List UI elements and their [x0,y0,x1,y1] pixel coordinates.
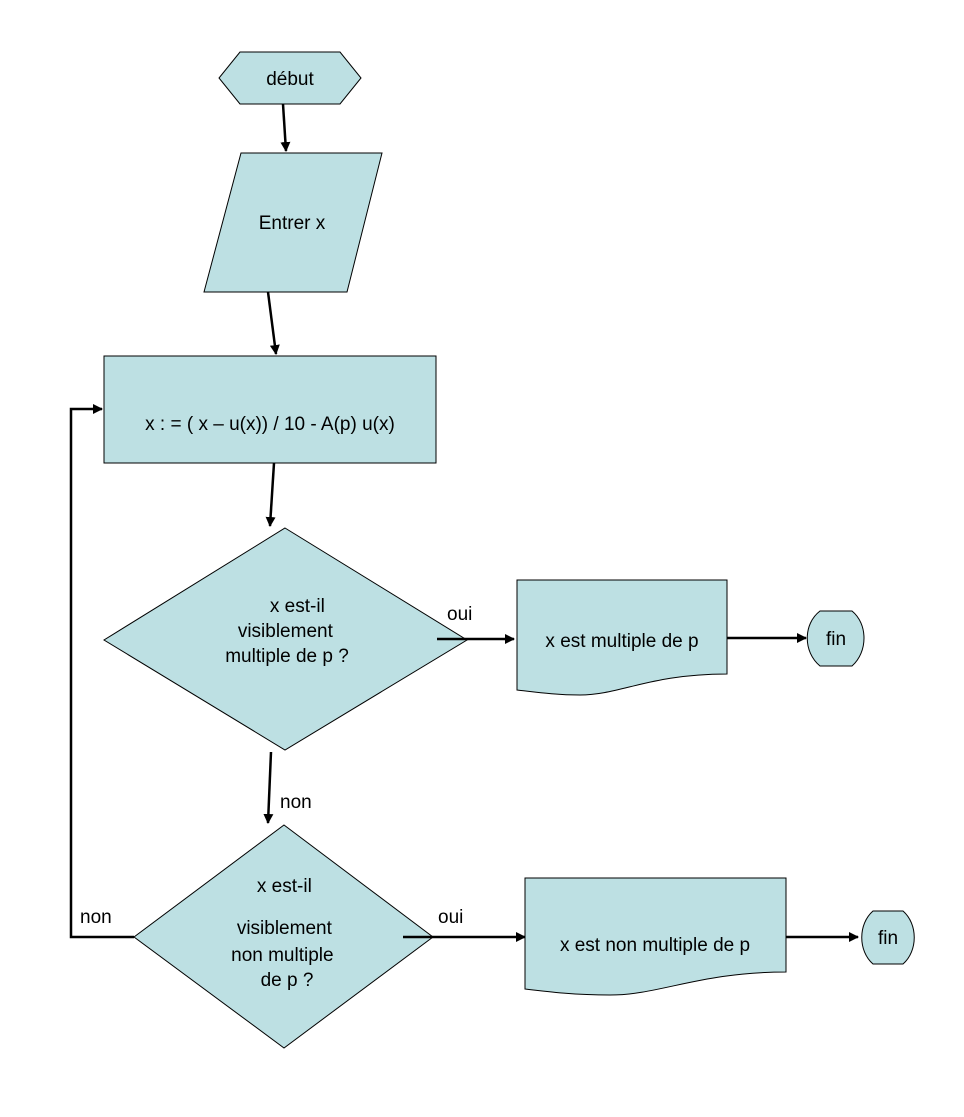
decision1-node: x est-il visiblement multiple de p ? [103,527,468,751]
end1-node: fin [806,610,865,667]
decision2-node: x est-il visiblement non multiple de p ? [133,824,434,1049]
decision2-text: x est-il visiblement non multiple de p ? [231,876,339,991]
arrow-decision2-no-loop [69,404,134,939]
process-node: x : = ( x – u(x)) / 10 - A(p) u(x) [103,355,437,464]
arrow-input-to-process [266,291,280,355]
start-label: début [266,69,314,90]
decision1-line-1: x est-il [270,596,325,617]
start-node: début [218,51,362,105]
decision1-line-3: multiple de p ? [225,646,349,667]
output1-node: x est multiple de p [516,579,728,696]
decision2-line-4: de p ? [261,970,314,991]
input-node: Entrer x [203,152,383,293]
input-label: Entrer x [259,213,326,234]
decision2-line-1: x est-il [257,876,312,897]
decision2-line-2: visiblement [237,918,333,939]
output2-node: x est non multiple de p [524,877,787,996]
output2-label: x est non multiple de p [560,935,750,956]
end1-label: fin [826,629,846,650]
decision1-yes-label: oui [447,604,472,625]
decision1-no-label: non [280,792,312,813]
process-label: x : = ( x – u(x)) / 10 - A(p) u(x) [145,414,395,435]
arrow-start-to-input [280,103,291,152]
decision2-no-label: non [80,907,112,928]
end2-node: fin [861,910,915,965]
decision1-line-2: visiblement [238,621,334,642]
arrow-decision1-no [263,751,274,824]
decision1-text: x est-il visiblement multiple de p ? [225,596,349,667]
end2-label: fin [878,928,898,949]
decision2-yes-label: oui [438,907,463,928]
output1-label: x est multiple de p [545,631,698,652]
decision2-line-3: non multiple [231,945,333,966]
arrow-process-to-decision1 [265,462,276,527]
